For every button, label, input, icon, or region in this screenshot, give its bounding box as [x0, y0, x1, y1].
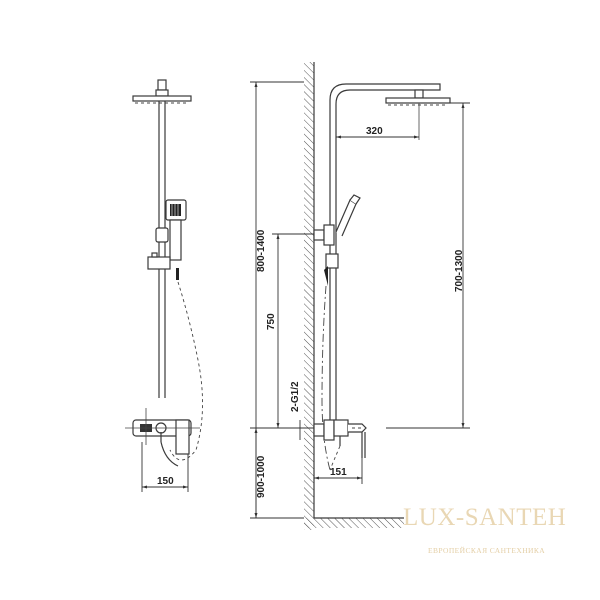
side-shower-head	[385, 97, 451, 104]
upper-wall-bracket	[313, 229, 325, 241]
head-connector	[157, 79, 167, 91]
side-hose	[321, 285, 331, 471]
slider	[147, 256, 171, 270]
mixer-lever	[175, 419, 190, 455]
side-slider	[325, 253, 339, 269]
hand-shower-handle	[169, 219, 182, 261]
rail-and-arm	[329, 83, 441, 430]
shower-head	[132, 95, 192, 102]
lower-wall-bracket	[313, 423, 325, 437]
side-mixer	[333, 419, 349, 437]
side-view: 320 800-1400 750 2-G1/2 700-1300 151	[250, 62, 470, 530]
dim-bracket-spacing: 750	[266, 313, 277, 330]
holder-clamp	[155, 227, 169, 243]
dim-arm-reach: 320	[366, 126, 383, 137]
watermark-brand: LUX-SANTEH	[403, 504, 567, 531]
watermark-tagline: ЕВРОПЕЙСКАЯ САНТЕХНИКА	[428, 546, 546, 555]
front-view: 150	[125, 79, 203, 492]
floor	[304, 518, 404, 528]
dim-mixer-projection: 151	[330, 467, 347, 478]
dim-mixer-width: 150	[157, 476, 174, 487]
dim-rail-height: 800-1400	[256, 229, 267, 272]
side-hand-shower	[335, 199, 357, 237]
dim-floor-to-mixer: 900-1000	[256, 455, 267, 498]
wall	[304, 62, 314, 530]
dim-head-height: 700-1300	[454, 249, 465, 292]
hose	[169, 281, 203, 461]
dim-inlet-thread: 2-G1/2	[290, 381, 301, 412]
